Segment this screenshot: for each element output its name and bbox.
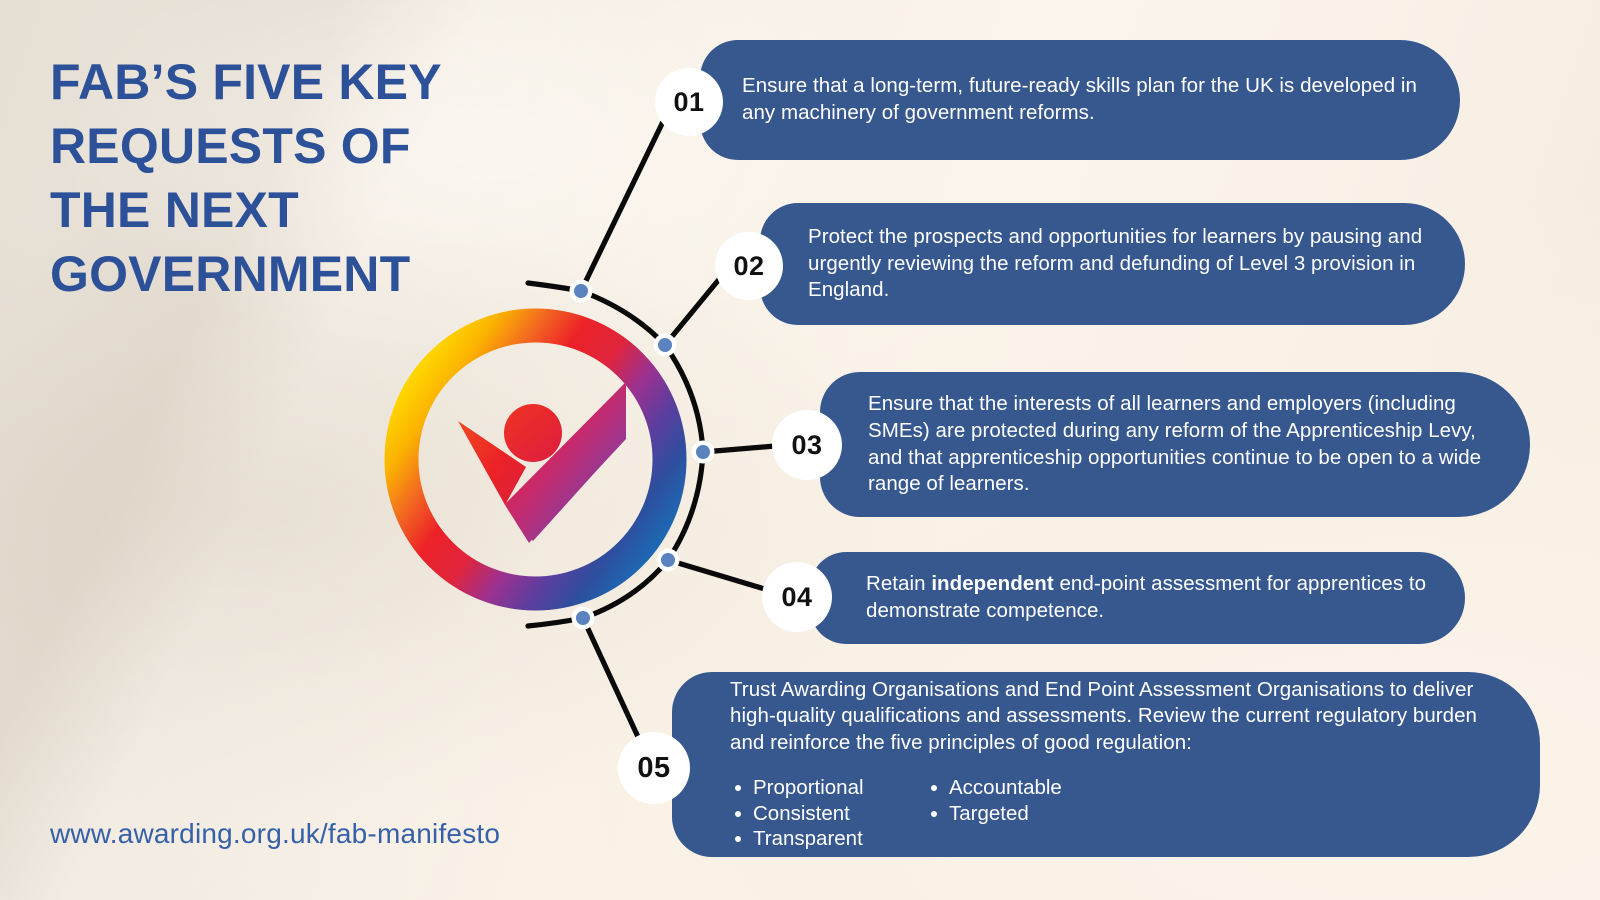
number-label-02: 02 [733, 250, 765, 281]
callout-box-02[interactable]: Protect the prospects and opportunities … [760, 203, 1465, 325]
callout-text-04: Retain independent end-point assessment … [866, 571, 1435, 624]
callout-box-03[interactable]: Ensure that the interests of all learner… [820, 372, 1530, 517]
callout-box-04[interactable]: Retain independent end-point assessment … [810, 552, 1465, 644]
number-label-03: 03 [791, 429, 823, 460]
callout-text-05: Trust Awarding Organisations and End Poi… [730, 677, 1478, 755]
bullet-item: Consistent [730, 801, 906, 827]
fab-awarding-logo [384, 308, 687, 611]
callout-text-01: Ensure that a long-term, future-ready sk… [742, 74, 1417, 124]
number-bubble-01[interactable]: 01 [655, 68, 723, 136]
number-label-04: 04 [781, 581, 813, 612]
callout-box-05[interactable]: Trust Awarding Organisations and End Poi… [672, 672, 1540, 857]
callout-text-04-bold: independent [931, 572, 1054, 596]
number-bubble-02[interactable]: 02 [715, 232, 783, 300]
callout-text-04-after: end-point assessment for apprentices to … [866, 572, 1427, 622]
number-label-01: 01 [673, 86, 705, 117]
callout-text-04-before: Retain [866, 572, 932, 596]
number-label-05: 05 [637, 751, 671, 784]
number-bubble-04[interactable]: 04 [762, 562, 832, 632]
callout-text-02: Protect the prospects and opportunities … [808, 225, 1423, 302]
bullet-item: Proportional [730, 775, 906, 801]
callout-text-03: Ensure that the interests of all learner… [868, 392, 1482, 496]
callout-box-01[interactable]: Ensure that a long-term, future-ready sk… [700, 40, 1460, 160]
number-bubble-05[interactable]: 05 [618, 732, 690, 804]
bullet-item: Accountable [926, 775, 1062, 801]
page-title: FAB’S FIVE KEY REQUESTS OF THE NEXT GOVE… [50, 54, 441, 302]
bullet-item: Transparent [730, 826, 906, 852]
website-url[interactable]: www.awarding.org.uk/fab-manifesto [50, 818, 501, 849]
number-bubble-03[interactable]: 03 [772, 410, 842, 480]
bullet-item: Targeted [926, 801, 1062, 827]
